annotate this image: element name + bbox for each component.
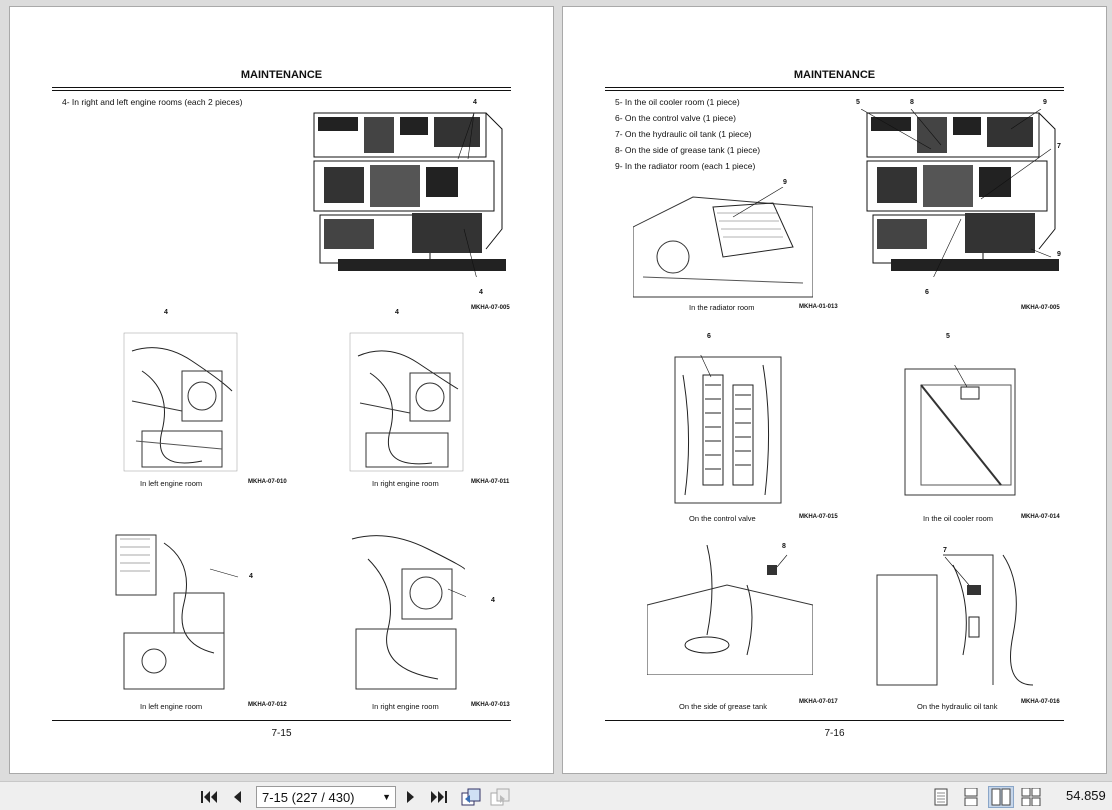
engine-room-figure <box>114 533 240 693</box>
callout-4: 4 <box>164 309 168 316</box>
page-number-field[interactable]: 7-15 (227 / 430) ▼ <box>256 786 396 808</box>
engine-room-figure <box>348 331 465 473</box>
document-viewport[interactable]: MAINTENANCE 4- In right and left engine … <box>0 0 1112 781</box>
callout-9: 9 <box>1057 251 1061 258</box>
item-4: 4- In right and left engine rooms (each … <box>62 97 243 107</box>
callout-5: 5 <box>946 333 950 340</box>
header-rule <box>52 90 511 91</box>
item-7: 7- On the hydraulic oil tank (1 piece) <box>615 129 752 139</box>
item-5: 5- In the oil cooler room (1 piece) <box>615 97 740 107</box>
page-right: MAINTENANCE 5- In the oil cooler room (1… <box>562 6 1107 774</box>
callout-4: 4 <box>479 289 483 296</box>
prev-icon[interactable] <box>228 786 246 808</box>
zoom-level[interactable]: 54.859 <box>1066 788 1106 803</box>
page-number-value: 7-15 (227 / 430) <box>262 789 355 805</box>
grease-tank-figure <box>647 545 813 675</box>
page-header: MAINTENANCE <box>240 69 323 81</box>
skip-first-icon[interactable] <box>198 786 220 808</box>
figure-code: MKHA-07-014 <box>1021 514 1060 520</box>
next-icon[interactable] <box>402 786 420 808</box>
chevron-down-icon[interactable]: ▼ <box>382 792 391 802</box>
figure-code: MKHA-07-016 <box>1021 699 1060 705</box>
engine-room-figure <box>348 529 466 693</box>
figure-code: MKHA-07-005 <box>1021 305 1060 311</box>
item-6: 6- On the control valve (1 piece) <box>615 113 736 123</box>
continuous-view-icon[interactable] <box>958 786 984 808</box>
figure-caption: In left engine room <box>140 479 203 488</box>
go-back-view-icon[interactable] <box>459 786 483 808</box>
page-header: MAINTENANCE <box>793 69 876 81</box>
header-rule <box>605 87 1064 88</box>
page-left: MAINTENANCE 4- In right and left engine … <box>9 6 554 774</box>
callout-8: 8 <box>782 543 786 550</box>
go-forward-view-icon[interactable] <box>488 786 512 808</box>
single-page-view-icon[interactable] <box>928 786 954 808</box>
figure-caption: On the side of grease tank <box>679 702 767 711</box>
callout-6: 6 <box>707 333 711 340</box>
header-rule <box>605 90 1064 91</box>
callout-4: 4 <box>491 597 495 604</box>
footer-rule <box>52 720 511 721</box>
machine-top-view-figure <box>308 109 510 277</box>
footer-rule <box>605 720 1064 721</box>
callout-4: 4 <box>395 309 399 316</box>
continuous-facing-view-icon[interactable] <box>1018 786 1044 808</box>
figure-code: MKHA-07-017 <box>799 699 838 705</box>
callout-6: 6 <box>925 289 929 296</box>
hydraulic-oil-tank-figure <box>873 545 1045 695</box>
figure-code: MKHA-01-013 <box>799 304 838 310</box>
callout-4: 4 <box>473 99 477 106</box>
figure-caption: On the hydraulic oil tank <box>917 702 998 711</box>
figure-caption: In right engine room <box>372 702 439 711</box>
figure-code: MKHA-07-013 <box>471 702 510 708</box>
figure-code: MKHA-07-005 <box>471 305 510 311</box>
figure-caption: In left engine room <box>140 702 203 711</box>
callout-8: 8 <box>910 99 914 106</box>
callout-5: 5 <box>856 99 860 106</box>
figure-caption: In the oil cooler room <box>923 514 994 523</box>
radiator-room-figure <box>633 187 813 301</box>
engine-room-figure <box>122 331 239 473</box>
viewer-toolbar: 7-15 (227 / 430) ▼ 54.859 <box>0 781 1112 810</box>
figure-code: MKHA-07-011 <box>471 479 510 485</box>
figure-code: MKHA-07-012 <box>248 702 287 708</box>
page-number: 7-16 <box>824 728 845 739</box>
figure-code: MKHA-07-015 <box>799 514 838 520</box>
header-rule <box>52 87 511 88</box>
callout-7: 7 <box>1057 143 1061 150</box>
item-8: 8- On the side of grease tank (1 piece) <box>615 145 761 155</box>
page-number: 7-15 <box>271 728 292 739</box>
figure-code: MKHA-07-010 <box>248 479 287 485</box>
oil-cooler-room-figure <box>901 365 1019 499</box>
figure-caption: On the control valve <box>689 514 756 523</box>
machine-top-view-figure <box>861 109 1063 277</box>
figure-caption: In right engine room <box>372 479 439 488</box>
control-valve-figure <box>673 355 783 505</box>
skip-last-icon[interactable] <box>428 786 450 808</box>
item-9: 9- In the radiator room (each 1 piece) <box>615 161 756 171</box>
callout-9: 9 <box>783 179 787 186</box>
callout-9: 9 <box>1043 99 1047 106</box>
figure-caption: In the radiator room <box>689 303 755 312</box>
callout-7: 7 <box>943 547 947 554</box>
callout-4: 4 <box>249 573 253 580</box>
facing-pages-view-icon[interactable] <box>988 786 1014 808</box>
